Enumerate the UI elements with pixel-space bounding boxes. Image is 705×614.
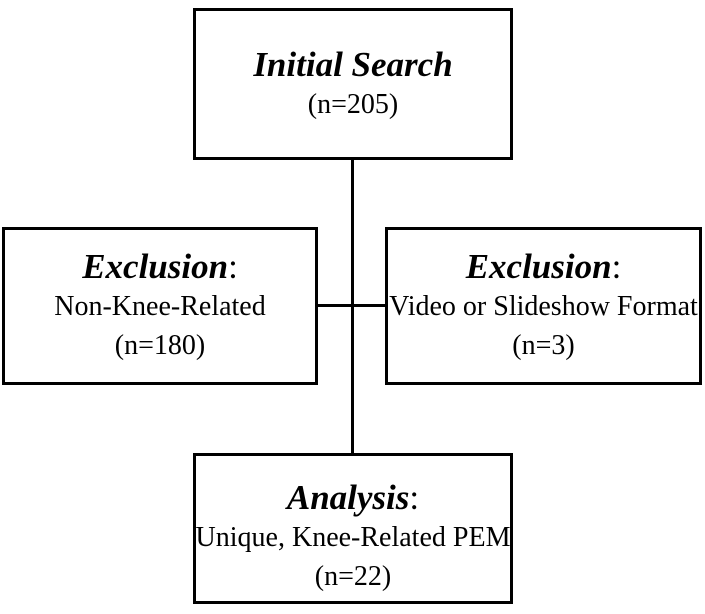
connector-horizontal-line <box>318 304 385 307</box>
node-exclusion-non-knee: Exclusion: Non-Knee-Related (n=180) <box>2 227 318 385</box>
node-title-text: Initial Search <box>253 44 453 84</box>
node-title-text: Exclusion <box>82 247 229 286</box>
node-analysis: Analysis: Unique, Knee-Related PEM (n=22… <box>193 453 513 604</box>
node-count: (n=22) <box>314 560 392 592</box>
node-count: (n=205) <box>307 88 399 120</box>
node-subtitle: Non-Knee-Related <box>54 291 266 322</box>
node-title: Exclusion: <box>82 247 238 287</box>
node-title-colon: : <box>611 247 622 286</box>
node-subtitle: Video or Slideshow Format <box>389 291 698 322</box>
node-title-colon: : <box>409 477 420 517</box>
node-title: Exclusion: <box>466 247 622 287</box>
node-title-colon: : <box>228 247 238 286</box>
node-title-text: Analysis <box>286 477 410 517</box>
node-subtitle: Unique, Knee-Related PEM <box>195 521 511 553</box>
node-count: (n=3) <box>512 330 575 361</box>
node-title: Analysis: <box>287 478 419 518</box>
node-initial-search: Initial Search (n=205) <box>193 8 513 160</box>
node-title-text: Exclusion <box>465 247 612 286</box>
node-count: (n=180) <box>114 330 206 361</box>
node-exclusion-video-slideshow: Exclusion: Video or Slideshow Format (n=… <box>385 227 702 385</box>
node-title: Initial Search <box>253 45 452 85</box>
